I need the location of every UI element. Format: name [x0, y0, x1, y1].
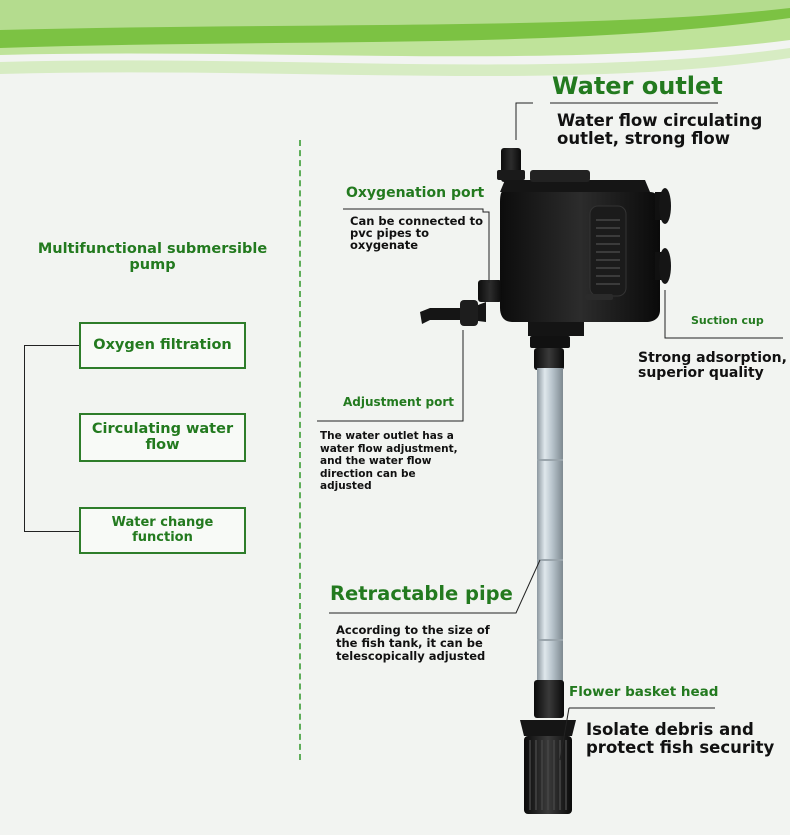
bracket-bottom-line	[24, 531, 79, 532]
top-banner-swoosh	[0, 0, 790, 77]
bracket-vertical-line	[24, 345, 25, 532]
flower-basket-head-desc: Isolate debris and protect fish security	[586, 720, 775, 758]
feature-label: Water change function	[111, 515, 214, 545]
suction-cup-icon	[655, 188, 671, 284]
suction-cup-desc: Strong adsorption, superior quality	[638, 350, 787, 382]
flower-basket-head-icon	[520, 680, 576, 814]
suction-cup-title: Suction cup	[691, 314, 764, 327]
water-outlet-title: Water outlet	[552, 72, 723, 100]
feature-label: Circulating water flow	[91, 420, 234, 453]
feature-label: Oxygen filtration	[93, 336, 232, 353]
dashed-separator	[299, 140, 301, 760]
feature-box-circulating-water-flow: Circulating water flow	[79, 413, 246, 462]
flower-basket-head-title: Flower basket head	[569, 684, 719, 700]
adjustment-port-desc: The water outlet has a water flow adjust…	[320, 430, 458, 493]
retractable-pipe-icon	[537, 368, 563, 688]
feature-box-oxygen-filtration: Oxygen filtration	[79, 322, 246, 369]
retractable-pipe-desc: According to the size of the fish tank, …	[336, 623, 490, 664]
retractable-pipe-title: Retractable pipe	[330, 582, 513, 605]
water-outlet-desc: Water flow circulating outlet, strong fl…	[557, 111, 763, 149]
adjustment-port-title: Adjustment port	[343, 395, 454, 409]
bracket-top-line	[24, 345, 79, 346]
oxygenation-port-desc: Can be connected to pvc pipes to oxygena…	[350, 214, 484, 253]
feature-box-water-change-function: Water change function	[79, 507, 246, 554]
submersible-pump-illustration	[420, 148, 671, 814]
product-heading: Multifunctional submersible pump	[37, 241, 268, 273]
oxygenation-port-title: Oxygenation port	[346, 185, 485, 201]
